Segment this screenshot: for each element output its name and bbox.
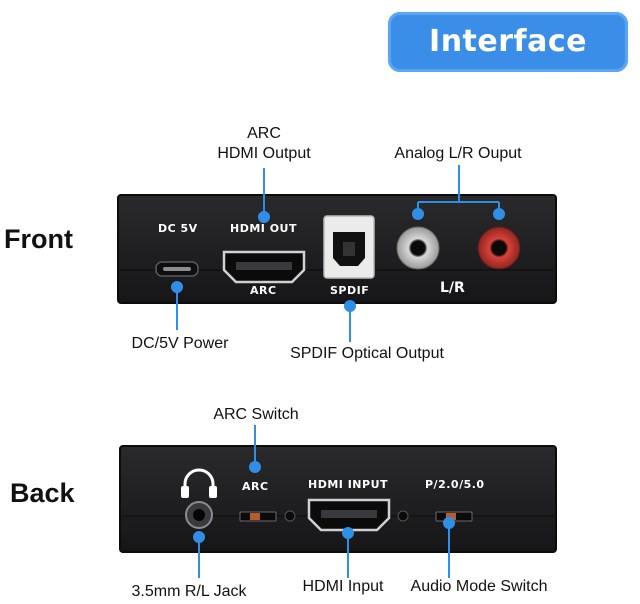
rca-right-jack[interactable] xyxy=(477,226,521,270)
audio-mode-label: P/2.0/5.0 xyxy=(425,478,485,491)
interface-badge xyxy=(388,12,628,72)
rca-left-jack[interactable] xyxy=(396,226,440,270)
arc-label-back: ARC xyxy=(242,480,269,493)
analog-lr-callout: Analog L/R Ouput xyxy=(394,145,522,162)
dc-power-callout: DC/5V Power xyxy=(131,335,229,352)
arc-switch-callout: ARC Switch xyxy=(213,406,299,423)
spdif-optical-callout: SPDIF Optical Output xyxy=(290,345,444,362)
arc-label-front: ARC xyxy=(250,284,277,297)
hdmi-out-port[interactable] xyxy=(222,250,306,284)
audio-jack-callout: 3.5mm R/L Jack xyxy=(131,583,247,600)
audio-jack-port[interactable] xyxy=(185,501,213,529)
callout-line-hdmi-output: HDMI Output xyxy=(217,145,311,162)
callout-line-arc: ARC xyxy=(247,125,281,142)
dc-power-port[interactable] xyxy=(155,261,199,277)
hdmi-out-label: HDMI OUT xyxy=(230,222,297,235)
headphones-icon xyxy=(181,468,217,498)
dc-5v-label: DC 5V xyxy=(158,222,198,235)
lr-label: L/R xyxy=(440,280,465,296)
hdmi-input-callout: HDMI Input xyxy=(302,578,384,595)
spdif-label: SPDIF xyxy=(330,284,370,297)
arc-switch[interactable] xyxy=(239,510,296,522)
front-title: Front xyxy=(4,224,73,254)
arc-hdmi-output-callout: ARC HDMI Output xyxy=(204,124,324,164)
spdif-optical-port[interactable] xyxy=(323,215,375,279)
front-panel xyxy=(117,194,557,304)
interface-badge-label: Interface xyxy=(429,24,587,59)
back-title: Back xyxy=(10,478,75,508)
hdmi-input-port[interactable] xyxy=(307,498,409,532)
hdmi-input-label: HDMI INPUT xyxy=(308,478,389,491)
back-panel xyxy=(119,445,557,553)
audio-mode-switch-callout: Audio Mode Switch xyxy=(410,578,548,595)
audio-mode-switch[interactable] xyxy=(435,511,473,522)
callout-lines xyxy=(171,165,505,578)
callout-dot xyxy=(258,211,270,223)
